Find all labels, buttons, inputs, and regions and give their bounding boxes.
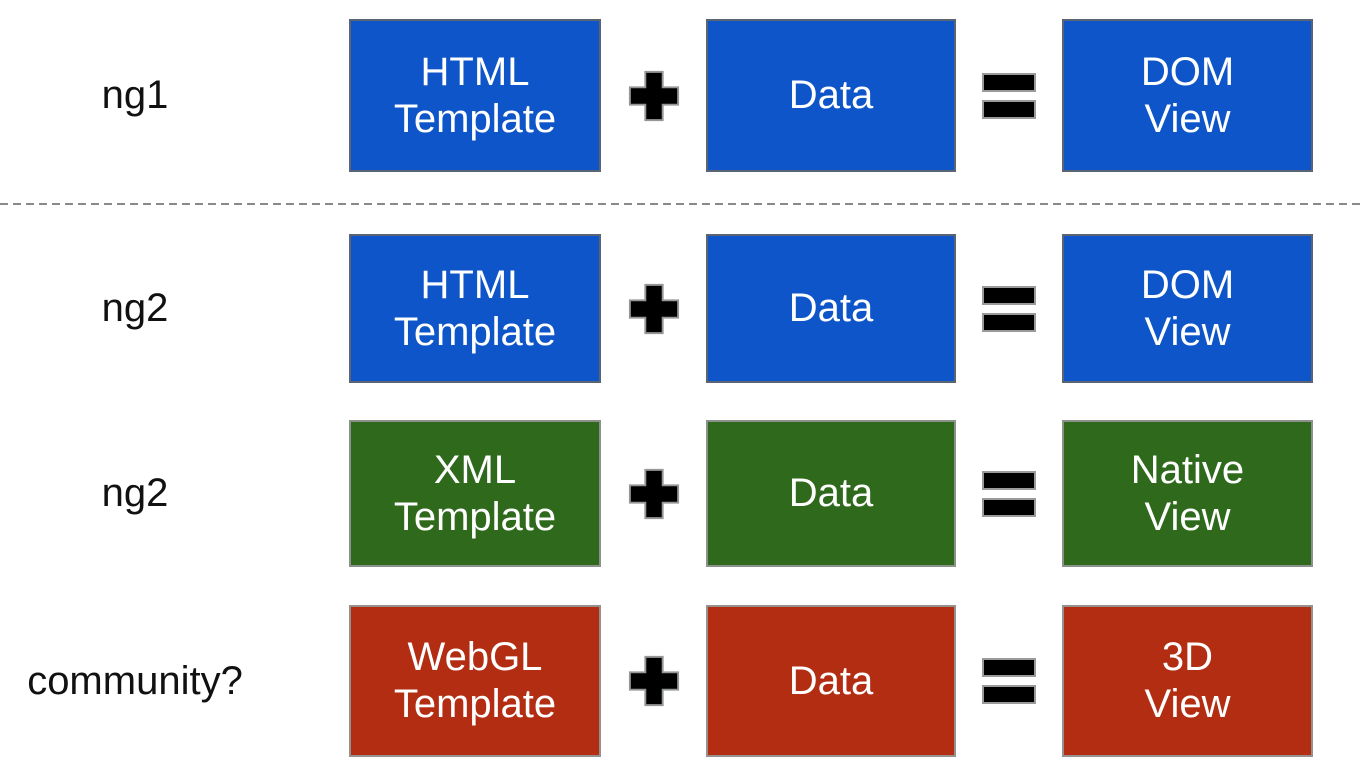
plus-icon: [627, 69, 681, 123]
template-box: HTML Template: [349, 234, 601, 383]
data-box-label: Data: [788, 286, 874, 331]
data-box-label: Data: [788, 658, 874, 703]
template-box-line1: HTML: [420, 262, 530, 307]
data-box: Data: [706, 605, 956, 757]
dashed-divider: [0, 203, 1362, 205]
result-box-line2: View: [1144, 309, 1231, 354]
equals-bar-top: [982, 285, 1036, 305]
row-ng2-native: ng2 XML Template Data Native View: [0, 420, 1362, 567]
result-box-line1: DOM: [1140, 262, 1235, 307]
plus-icon: [627, 654, 681, 708]
equals-bar-top: [982, 72, 1036, 92]
equals-bar-bottom: [982, 312, 1036, 332]
data-box: Data: [706, 234, 956, 383]
template-box-line2: Template: [393, 309, 557, 354]
result-box: DOM View: [1062, 19, 1313, 172]
row-ng1: ng1 HTML Template Data DOM View: [0, 19, 1362, 172]
row-label: ng2: [101, 286, 169, 330]
equals-bar-top: [982, 658, 1036, 677]
template-box: WebGL Template: [349, 605, 601, 757]
template-box-line2: Template: [393, 494, 557, 539]
result-box-line2: View: [1144, 682, 1231, 726]
result-box: Native View: [1062, 420, 1313, 567]
template-box-line1: XML: [433, 447, 517, 492]
template-box-line1: HTML: [420, 49, 530, 94]
template-box: XML Template: [349, 420, 601, 567]
equals-bar-bottom: [982, 497, 1036, 517]
result-box: 3D View: [1062, 605, 1313, 757]
row-label: community?: [27, 658, 243, 703]
result-box-line1: Native: [1130, 447, 1245, 492]
equals-icon: [982, 658, 1036, 704]
equals-icon: [982, 72, 1036, 119]
row-community-3d: community? WebGL Template Data 3D View: [0, 605, 1362, 757]
data-box: Data: [706, 19, 956, 172]
plus-icon: [627, 282, 681, 336]
data-box-label: Data: [788, 73, 874, 118]
row-label: ng2: [101, 471, 169, 515]
template-box-line2: Template: [393, 96, 557, 141]
result-box: DOM View: [1062, 234, 1313, 383]
equals-icon: [982, 470, 1036, 517]
equals-bar-bottom: [982, 99, 1036, 119]
template-box-line1: WebGL: [407, 635, 543, 680]
template-box-line2: Template: [393, 682, 557, 726]
result-box-line1: DOM: [1140, 49, 1235, 94]
result-box-line2: View: [1144, 96, 1231, 141]
data-box-label: Data: [788, 471, 874, 516]
equals-bar-bottom: [982, 685, 1036, 704]
equals-bar-top: [982, 470, 1036, 490]
plus-icon: [627, 467, 681, 521]
template-box: HTML Template: [349, 19, 601, 172]
result-box-line2: View: [1144, 494, 1231, 539]
row-ng2-dom: ng2 HTML Template Data DOM View: [0, 234, 1362, 383]
data-box: Data: [706, 420, 956, 567]
equals-icon: [982, 285, 1036, 332]
row-label: ng1: [101, 73, 169, 117]
result-box-line1: 3D: [1161, 635, 1214, 680]
